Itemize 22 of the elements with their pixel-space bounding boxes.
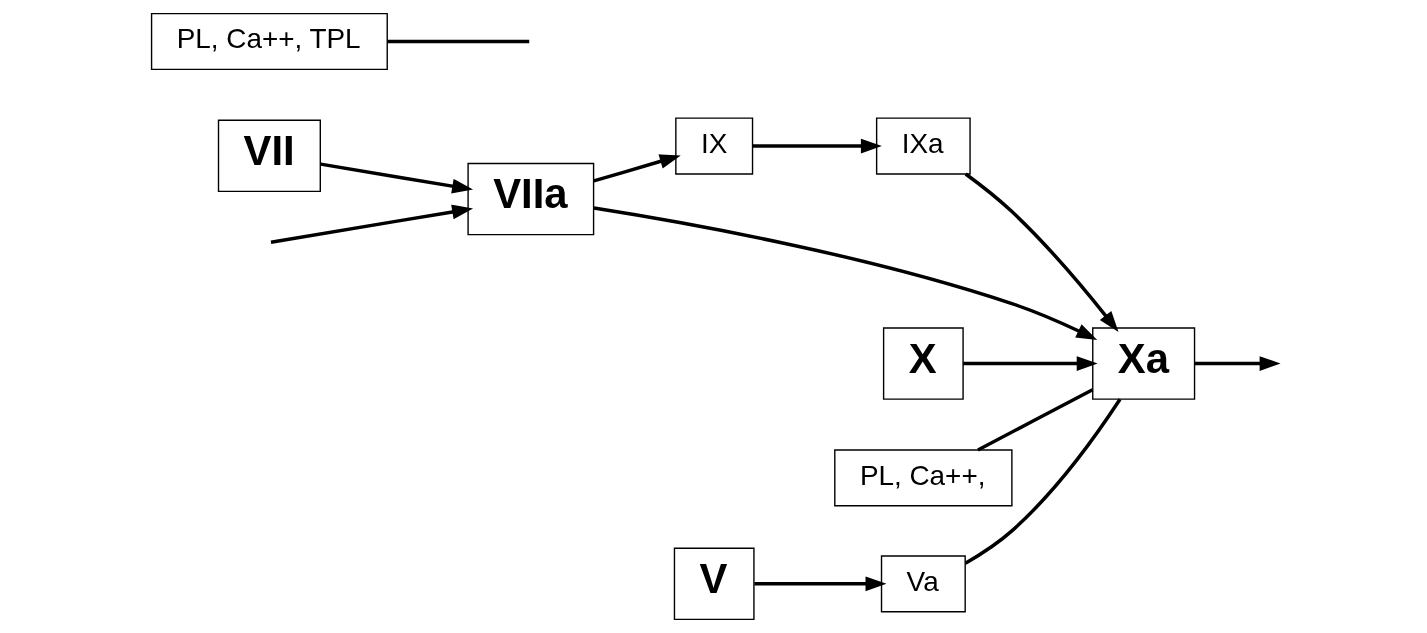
node-box: Va (880, 555, 966, 613)
arrow (753, 576, 886, 592)
node-box: VIIa (466, 162, 594, 236)
node-box: Xa (1091, 327, 1195, 400)
arrow (593, 206, 1097, 340)
connector (964, 398, 1121, 565)
arrow (592, 154, 681, 183)
arrow (1194, 356, 1281, 371)
arrow (752, 138, 882, 154)
node-box: IX (674, 117, 753, 175)
node-box: X (882, 327, 964, 400)
connector (976, 388, 1093, 452)
node-box: PL, Ca++, TPL (150, 12, 388, 71)
arrow (319, 162, 473, 194)
node-box: V (673, 547, 755, 621)
node-box: IXa (875, 117, 971, 175)
arrow (964, 172, 1119, 332)
node-box: PL, Ca++, (833, 449, 1013, 507)
arrow (962, 356, 1098, 371)
connector (386, 39, 529, 44)
node-box: VII (217, 119, 321, 193)
arrow (270, 204, 473, 244)
